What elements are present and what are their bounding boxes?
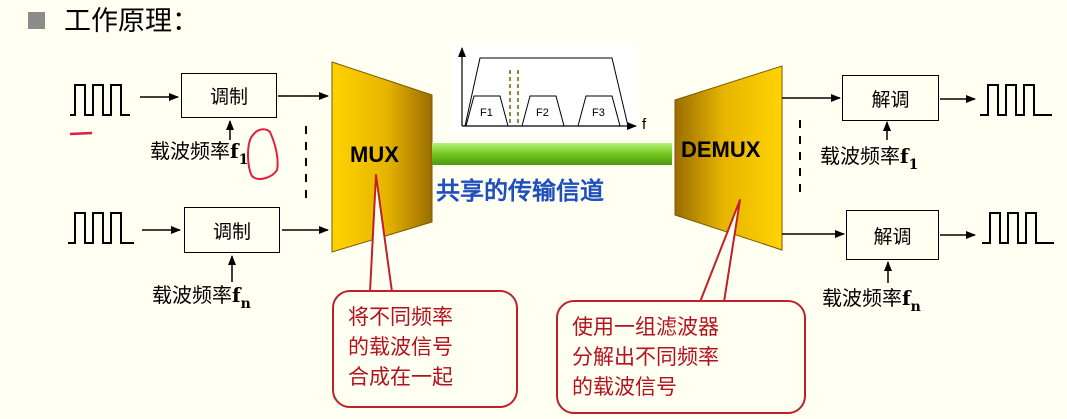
- output-wave-n: [982, 212, 1054, 244]
- f-letter-rn: f: [902, 286, 911, 310]
- f-letter-n: f: [232, 283, 241, 307]
- carrier-sub-rn: n: [910, 299, 921, 315]
- carrier-text-1: 载波频率: [150, 139, 230, 163]
- demodulator-box-n: 解调: [846, 210, 939, 260]
- demux-label: DEMUX: [681, 137, 761, 162]
- carrier-sub-1: 1: [238, 152, 249, 168]
- band-f2-label: F2: [536, 107, 549, 119]
- carrier-text-r1: 载波频率: [820, 144, 900, 168]
- carrier-label-1: 载波频率f1: [150, 141, 248, 167]
- callout-mux-line-3: 合成在一起: [348, 365, 453, 389]
- band-f2-shape: [521, 95, 565, 127]
- modulator-box-n: 调制: [184, 207, 280, 253]
- callout-mux-line-1: 将不同频率: [348, 305, 453, 329]
- spectrum-axis-label: f: [642, 116, 647, 133]
- band-f1-shape: [465, 95, 509, 127]
- carrier-text-rn: 载波频率: [822, 286, 902, 310]
- callout-demux-line-1: 使用一组滤波器: [572, 315, 719, 339]
- carrier-label-r1: 载波频率f1: [820, 146, 918, 172]
- carrier-sub-r1: 1: [908, 157, 919, 173]
- band-f3-shape: [577, 95, 621, 127]
- channel-label: 共享的传输信道: [436, 177, 604, 205]
- title-bullet-icon: [28, 12, 45, 29]
- modulator-box-1: 调制: [181, 73, 277, 118]
- demodulator-box-1: 解调: [842, 75, 939, 121]
- spectrum-inset: [452, 42, 638, 134]
- mux-shape: [331, 61, 433, 253]
- output-wave-1: [980, 84, 1052, 116]
- demux-shape: [674, 65, 783, 251]
- annotation-circle: [247, 128, 279, 180]
- f-letter-1: f: [230, 139, 239, 163]
- f-letter-r1: f: [900, 144, 909, 168]
- shared-channel-bar: [432, 143, 672, 165]
- mux-label: MUX: [350, 142, 399, 167]
- callout-demux: 使用一组滤波器 分解出不同频率 的载波信号: [556, 300, 806, 414]
- carrier-label-n: 载波频率fn: [152, 285, 251, 311]
- band-f3-label: F3: [592, 107, 605, 119]
- input-wave-n: [68, 212, 134, 244]
- annotation-underline: [69, 131, 93, 136]
- carrier-label-rn: 载波频率fn: [822, 288, 921, 314]
- band-f1-label: F1: [480, 107, 493, 119]
- carrier-sub-n: n: [240, 296, 251, 312]
- callout-demux-line-3: 的载波信号: [572, 375, 677, 399]
- callout-mux-line-2: 的载波信号: [348, 335, 453, 359]
- input-wave-1: [70, 84, 130, 116]
- callout-mux: 将不同频率 的载波信号 合成在一起: [332, 290, 518, 408]
- callout-demux-line-2: 分解出不同频率: [572, 345, 719, 369]
- page-title: 工作原理：: [64, 6, 199, 37]
- carrier-text-n: 载波频率: [152, 283, 232, 307]
